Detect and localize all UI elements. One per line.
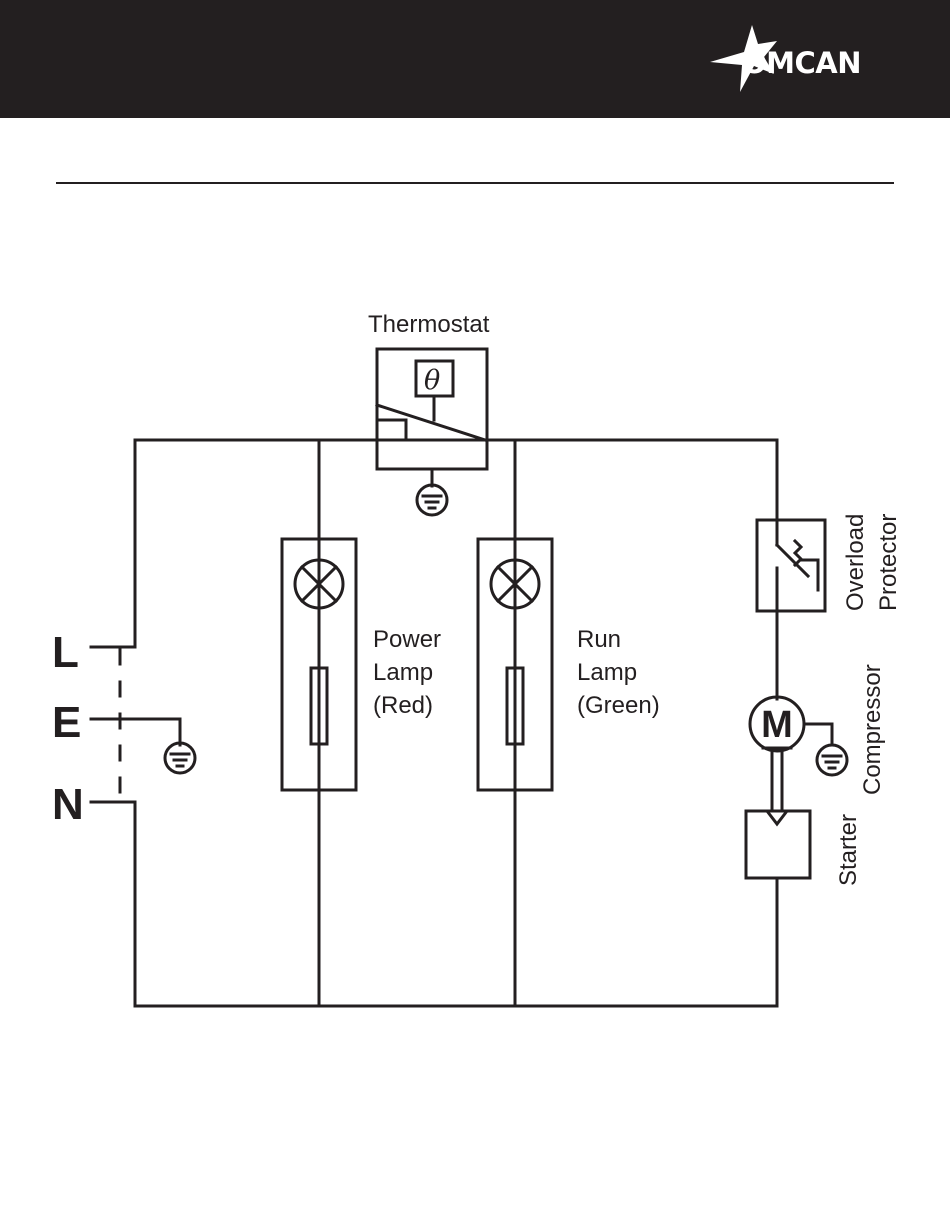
- power-lamp-label-1: Power: [373, 626, 441, 653]
- terminal-e: E: [52, 698, 81, 747]
- theta-symbol: θ: [424, 365, 440, 396]
- run-lamp-label-1: Run: [577, 626, 621, 653]
- terminal-n: N: [52, 780, 84, 829]
- starter-label: Starter: [835, 814, 862, 886]
- run-lamp-label-3: (Green): [577, 692, 660, 719]
- power-lamp-branch: Power Lamp (Red): [282, 440, 441, 1006]
- ground-icon: [417, 485, 447, 515]
- compressor-branch: M: [746, 440, 847, 1006]
- terminal-l: L: [52, 628, 79, 677]
- main-wiring: [91, 440, 777, 1006]
- ground-icon: [165, 743, 195, 773]
- compressor-label: Compressor: [859, 664, 886, 795]
- power-lamp-label-3: (Red): [373, 692, 433, 719]
- power-lamp-label-2: Lamp: [373, 659, 433, 686]
- thermostat-label: Thermostat: [368, 311, 490, 338]
- run-lamp-label-2: Lamp: [577, 659, 637, 686]
- overload-label-1: Overload: [842, 514, 869, 611]
- run-lamp-branch: Run Lamp (Green): [478, 440, 660, 1006]
- overload-protector-box: [757, 520, 825, 611]
- motor-symbol: M: [761, 704, 793, 746]
- overload-label-2: Protector: [875, 514, 902, 611]
- thermostat: Thermostat θ: [368, 311, 490, 515]
- ground-icon: [817, 745, 847, 775]
